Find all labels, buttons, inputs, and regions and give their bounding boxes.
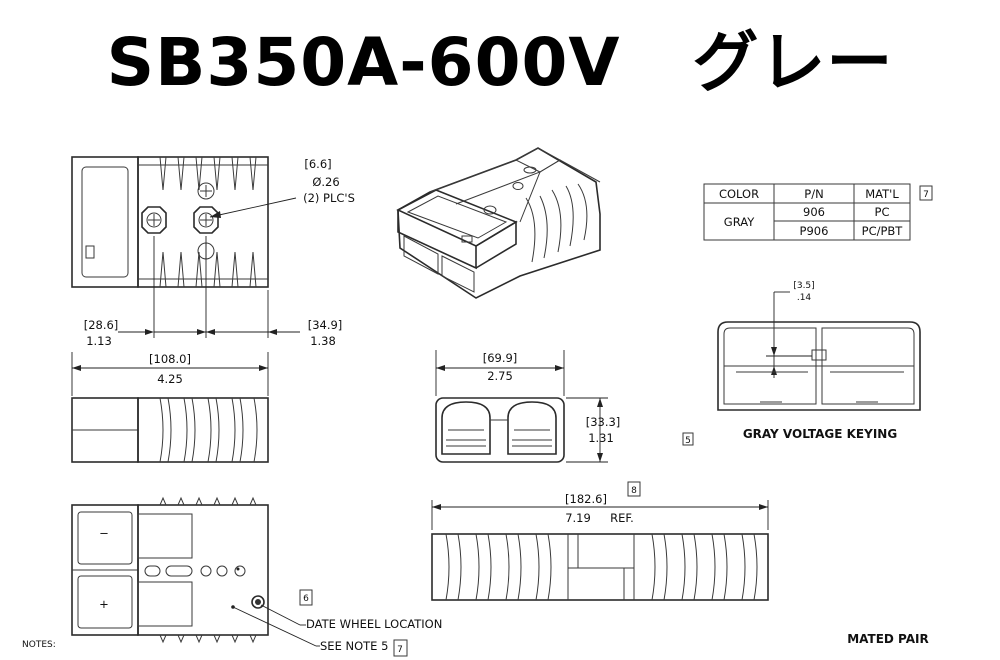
callout-labels: 6 DATE WHEEL LOCATION SEE NOTE 5 7 NOTES… [22, 589, 929, 657]
right-in: 1.38 [310, 334, 336, 348]
mated-mm: [182.6] [565, 492, 607, 506]
left-mm: [28.6] [84, 318, 119, 332]
left-in: 1.13 [86, 334, 112, 348]
date-wheel-note-box: 6 [303, 594, 309, 604]
hole-qty: (2) PLC'S [303, 191, 355, 205]
material-table: COLOR P/N MAT'L GRAY 906 PC P906 PC/PBT … [703, 183, 933, 241]
height-mm: [33.3] [586, 415, 621, 429]
table-cell-pn-1: 906 [803, 205, 825, 219]
length-in: 4.25 [157, 372, 183, 386]
table-header-color: COLOR [719, 187, 759, 201]
mated-pair-label: MATED PAIR [847, 632, 929, 646]
table-cell-pn-2: P906 [800, 224, 829, 238]
keying-view: [3.5] .14 GRAY VOLTAGE KEYING [717, 281, 921, 441]
right-mm: [34.9] [308, 318, 343, 332]
hole-in: Ø.26 [312, 175, 339, 189]
side-view [71, 397, 269, 463]
mated-dim: [182.6] 7.19 REF. 8 [431, 481, 769, 530]
plus-label: + [99, 597, 109, 611]
mated-ref: REF. [610, 511, 634, 525]
table-cell-color: GRAY [724, 215, 755, 229]
key-in: .14 [797, 293, 812, 303]
key-mm: [3.5] [793, 281, 814, 291]
hole-callout: [6.6] Ø.26 (2) PLC'S [209, 157, 355, 218]
mated-in: 7.19 [565, 511, 591, 525]
minus-label: − [99, 526, 109, 540]
length-dim: [108.0] 4.25 [71, 352, 269, 396]
mated-note-box: 8 [631, 486, 637, 496]
keying-label: GRAY VOLTAGE KEYING [743, 427, 897, 441]
height-in: 1.31 [588, 431, 614, 445]
top-view-dims: [28.6] 1.13 [34.9] 1.38 [84, 236, 343, 348]
top-view [71, 156, 269, 288]
bottom-view: − + [71, 496, 317, 647]
width-in: 2.75 [487, 369, 513, 383]
svg-text:5: 5 [685, 436, 691, 446]
note5-box: 5 [682, 432, 694, 446]
see-note-box: 7 [397, 645, 403, 655]
table-header-pn: P/N [804, 187, 823, 201]
width-mm: [69.9] [483, 351, 518, 365]
isometric-view [396, 147, 601, 299]
see-note-label: SEE NOTE 5 [320, 639, 388, 653]
table-cell-matl-2: PC/PBT [862, 224, 904, 238]
face-view: [69.9] 2.75 [33.3] 1.31 [435, 350, 621, 463]
table-header-matl: MAT'L [865, 187, 899, 201]
hole-mm: [6.6] [304, 157, 331, 171]
mated-pair-view [431, 533, 769, 601]
length-mm: [108.0] [149, 352, 191, 366]
page-title: SB350A-600V グレー [106, 24, 894, 101]
table-note-box: 7 [923, 190, 929, 200]
notes-label: NOTES: [22, 640, 56, 650]
table-cell-matl-1: PC [875, 205, 890, 219]
date-wheel-label: DATE WHEEL LOCATION [306, 617, 442, 631]
